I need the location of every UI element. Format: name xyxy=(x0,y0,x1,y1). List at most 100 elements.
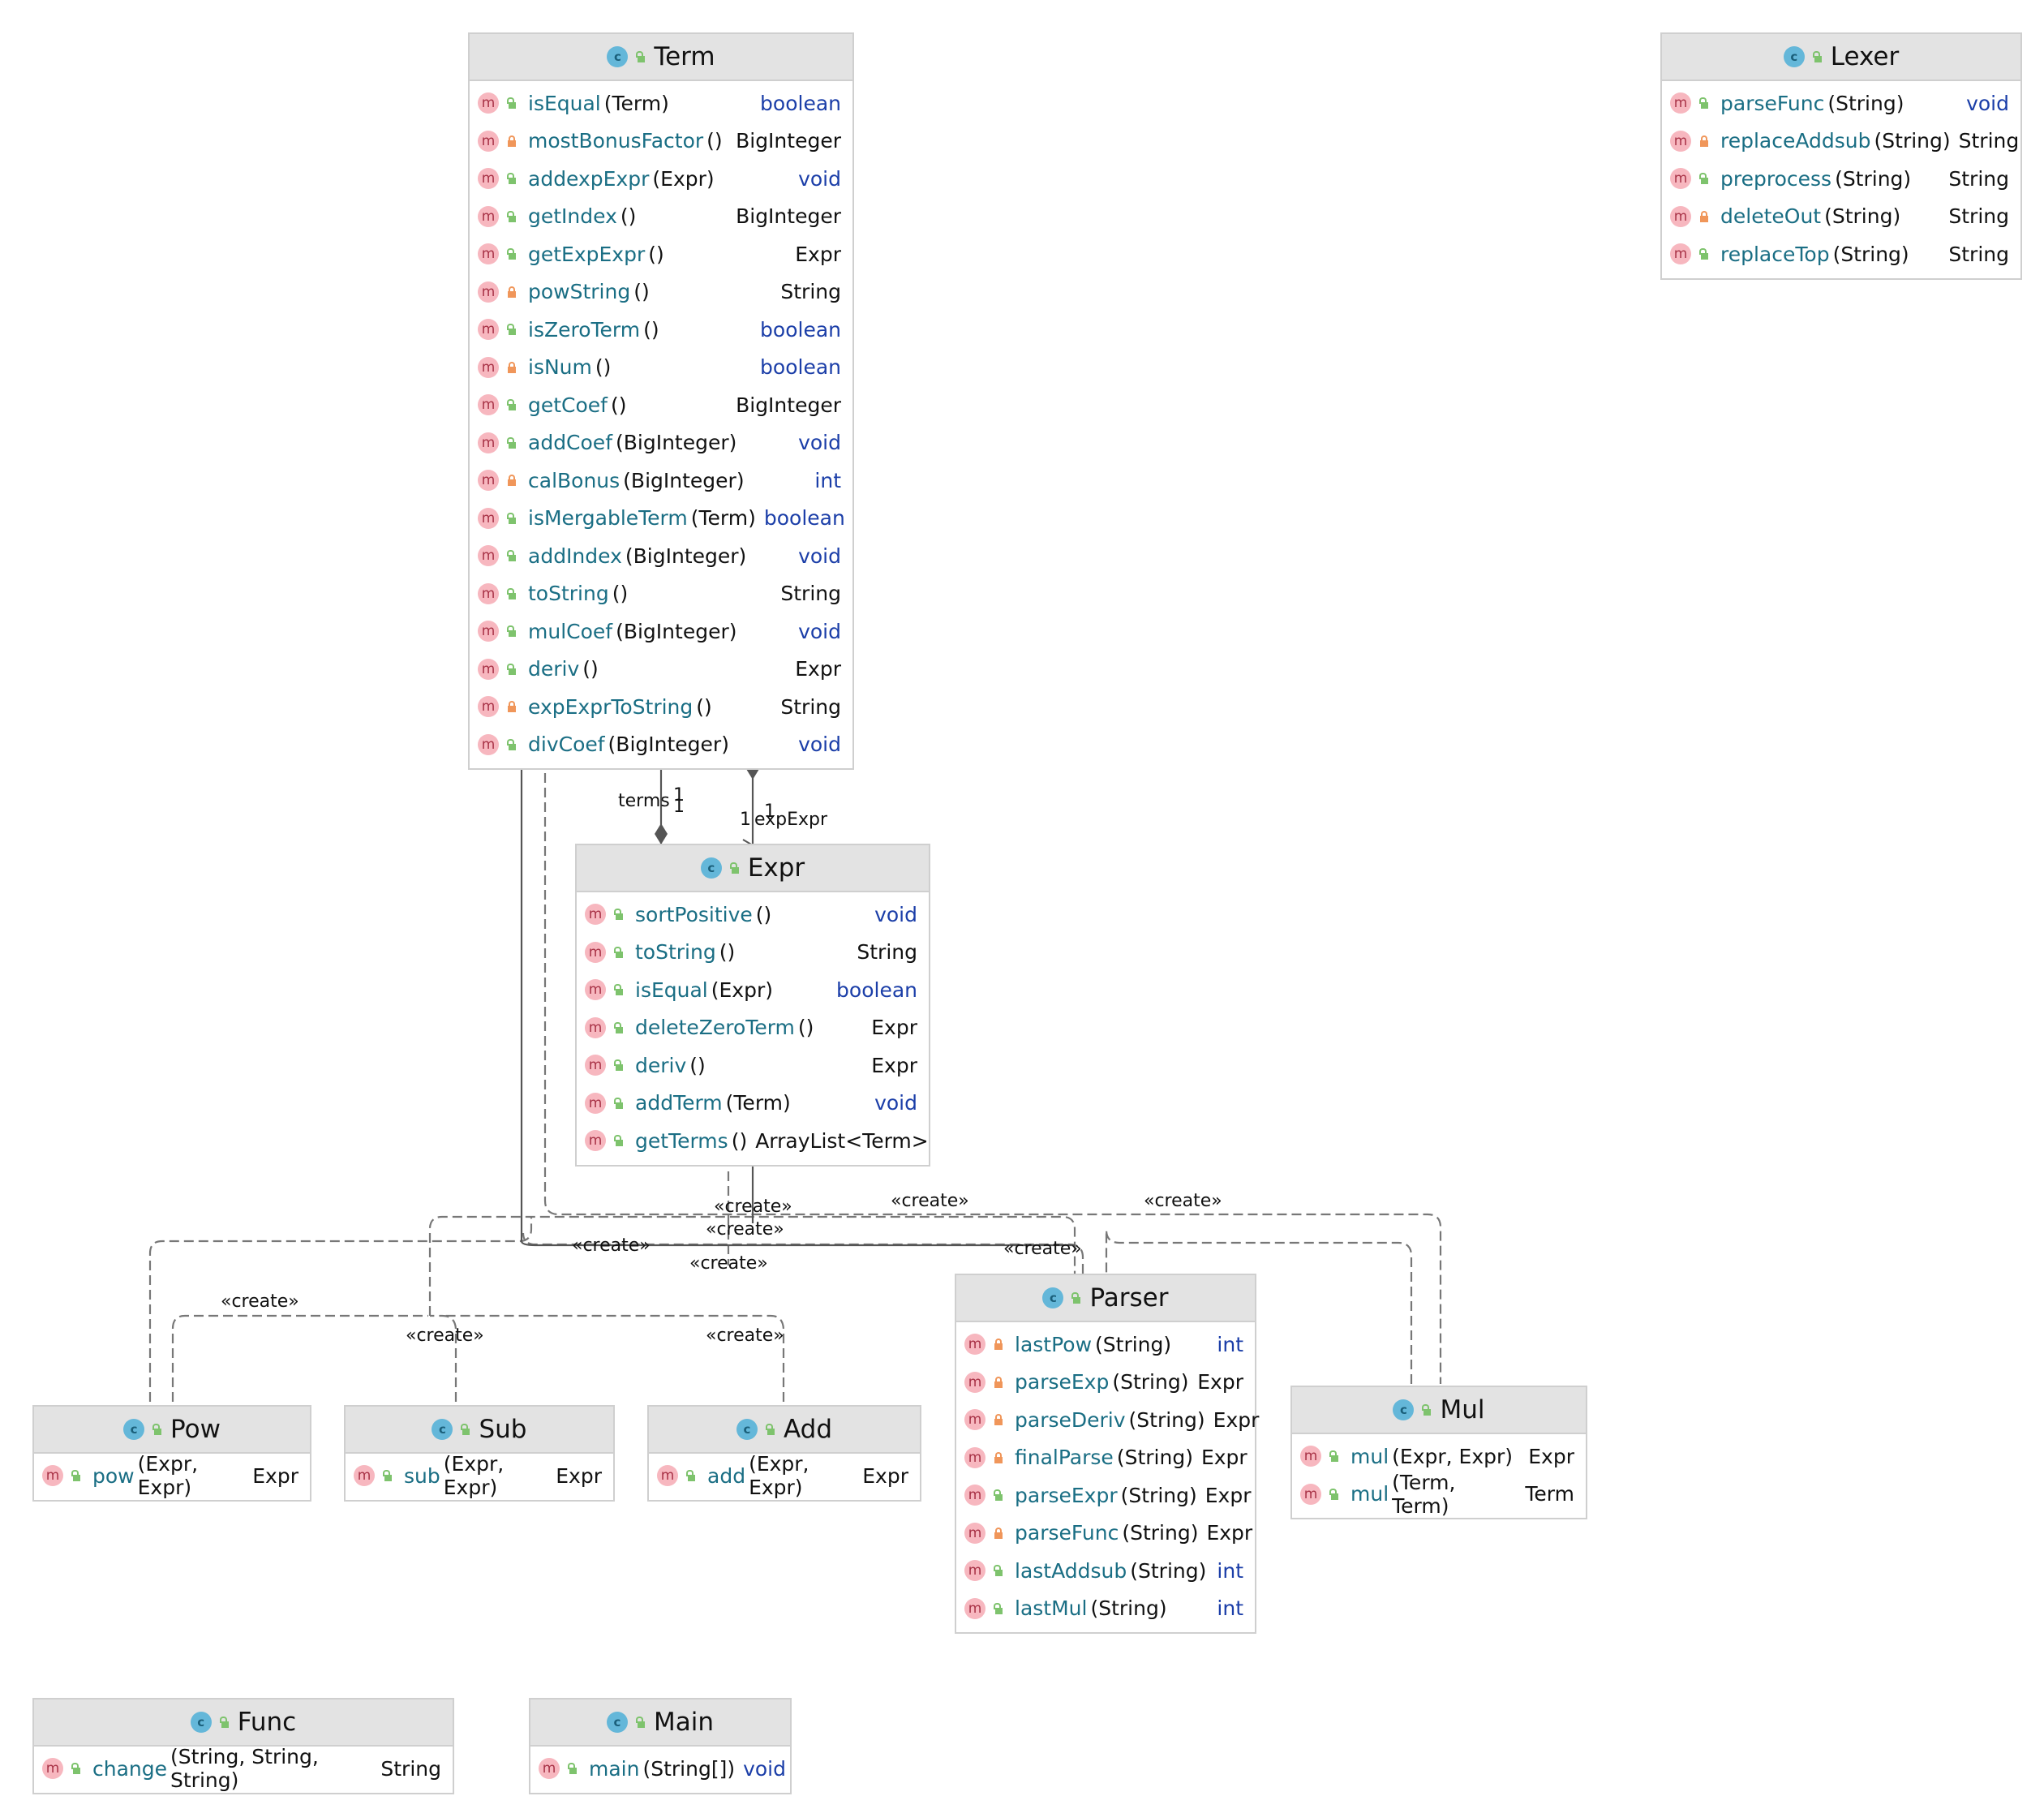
method-params: (BigInteger) xyxy=(616,619,737,643)
class-name: Main xyxy=(653,1708,714,1737)
method-icon: m xyxy=(478,281,499,303)
method-return-type: BigInteger xyxy=(736,129,841,153)
public-unlock-icon xyxy=(507,173,517,185)
method-icon: m xyxy=(539,1758,560,1780)
private-lock-icon xyxy=(1699,135,1709,147)
terms-composition-diamond xyxy=(655,823,668,844)
private-lock-icon xyxy=(1699,210,1709,222)
method-return-type: String xyxy=(1948,204,2009,229)
public-unlock-icon xyxy=(507,210,517,222)
public-visibility-icon xyxy=(765,1424,775,1435)
method-name: finalParse xyxy=(1015,1446,1114,1470)
method-icon: m xyxy=(478,582,499,604)
method-name: addTerm xyxy=(635,1091,723,1115)
method-icon: m xyxy=(964,1409,986,1431)
method-name: getExpExpr xyxy=(528,242,646,266)
method-icon: m xyxy=(585,904,606,926)
method-icon: m xyxy=(354,1465,375,1487)
method-params: (Expr, Expr) xyxy=(137,1452,199,1500)
method-params: (BigInteger) xyxy=(623,468,745,492)
edge-label-create-5: «create» xyxy=(891,1191,969,1211)
edge-pow-create-2 xyxy=(171,1314,428,1402)
class-icon: c xyxy=(1042,1287,1064,1308)
method-return-type: String xyxy=(780,694,841,719)
method-params: (Expr) xyxy=(652,166,715,191)
method-name: mostBonusFactor xyxy=(528,129,704,153)
method-params: (String) xyxy=(1095,1332,1172,1356)
edge-label-create-8: «create» xyxy=(221,1291,299,1312)
method-name: parseFunc xyxy=(1720,91,1825,115)
method-name: parseDeriv xyxy=(1015,1407,1126,1432)
public-unlock-icon xyxy=(994,1565,1003,1577)
method-return-type: Expr xyxy=(556,1463,602,1488)
class-icon: c xyxy=(736,1419,758,1440)
edge-label-create-9: «create» xyxy=(406,1326,484,1346)
method-name: divCoef xyxy=(528,733,605,757)
method-return-type: boolean xyxy=(760,355,841,380)
method-name: replaceTop xyxy=(1720,242,1830,266)
edge-pow-create xyxy=(148,1217,533,1402)
method-params: (String) xyxy=(1130,1558,1207,1583)
private-lock-icon xyxy=(507,361,517,373)
method-name: deleteOut xyxy=(1720,204,1822,229)
edge-label-expexpr-mult: 1 xyxy=(764,801,775,822)
method-params: () xyxy=(719,940,736,965)
